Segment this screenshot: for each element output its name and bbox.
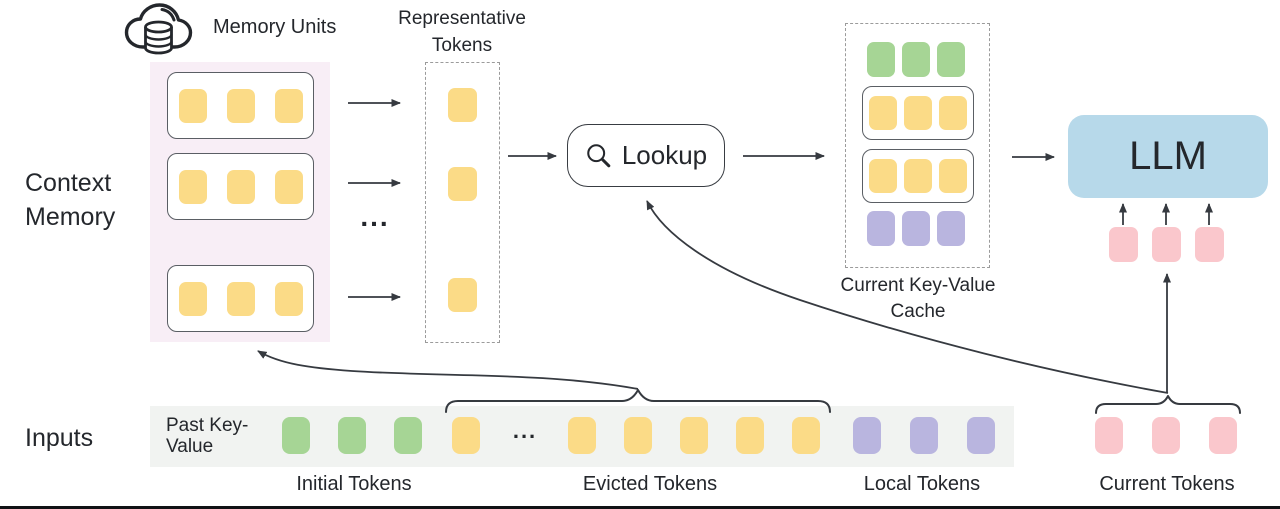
representative-tokens-label: Representative Tokens: [398, 8, 526, 56]
yellow-token: [792, 417, 820, 454]
local-tokens-group: [853, 417, 995, 454]
yellow-token: [624, 417, 652, 454]
database-cylinder: [144, 20, 173, 55]
memory-units-label: Memory Units: [213, 16, 337, 38]
llm-input-tokens: [1109, 227, 1224, 262]
yellow-token: [680, 417, 708, 454]
pink-token: [1095, 417, 1123, 454]
cache-row-retrieved-unit: [862, 86, 974, 140]
evicted-tokens-label: Evicted Tokens: [582, 473, 718, 495]
yellow-token: [178, 169, 207, 204]
cloud-database-icon: [124, 3, 193, 55]
cache-row-retrieved-unit: [862, 149, 974, 203]
llm-label: LLM: [1129, 134, 1207, 178]
yellow-token: [226, 88, 255, 123]
representative-token: [448, 88, 477, 122]
cloud-outline: [124, 3, 193, 49]
purple-token: [967, 417, 995, 454]
current-tokens-brace: [1095, 395, 1241, 414]
pink-token: [1195, 227, 1224, 262]
representative-token: [448, 167, 477, 201]
purple-token: [902, 211, 930, 246]
lookup-button: Lookup: [567, 124, 725, 187]
current-tokens-label: Current Tokens: [1099, 473, 1235, 495]
figure-bottom-rule: [0, 506, 1280, 509]
yellow-token: [448, 278, 477, 312]
yellow-token: [736, 417, 764, 454]
yellow-token: [178, 88, 207, 123]
arrow-evicted-to-memory: [257, 350, 639, 390]
memory-unit: [167, 72, 314, 139]
green-token: [394, 417, 422, 454]
pink-token: [1152, 417, 1180, 454]
green-token: [902, 42, 930, 77]
current-tokens-group: [1095, 417, 1237, 454]
past-key-value-label: Past Key-Value: [166, 415, 249, 457]
yellow-token: [904, 96, 932, 130]
yellow-token: [904, 159, 932, 193]
yellow-token: [869, 96, 897, 130]
yellow-token: [448, 167, 477, 201]
current-kv-cache-label: Current Key-Value Cache: [840, 275, 996, 322]
yellow-token: [226, 281, 255, 316]
yellow-token: [452, 417, 480, 454]
context-memory-section-label: Context Memory: [25, 169, 116, 231]
evicted-tokens-group: [568, 417, 820, 454]
purple-token: [910, 417, 938, 454]
evicted-tokens-group-head: [452, 417, 480, 454]
evicted-tokens-ellipsis: ...: [512, 418, 538, 443]
yellow-token: [178, 281, 207, 316]
cache-row-local: [867, 211, 965, 246]
pink-token: [1209, 417, 1237, 454]
initial-tokens-group: [282, 417, 422, 454]
initial-tokens-label: Initial Tokens: [296, 473, 412, 495]
yellow-token: [226, 169, 255, 204]
purple-token: [853, 417, 881, 454]
green-token: [937, 42, 965, 77]
inputs-section-label: Inputs: [25, 424, 94, 452]
green-token: [867, 42, 895, 77]
yellow-token: [448, 88, 477, 122]
yellow-token: [568, 417, 596, 454]
cloud-inner-arc: [160, 8, 176, 22]
yellow-token: [274, 281, 303, 316]
yellow-token: [274, 169, 303, 204]
purple-token: [867, 211, 895, 246]
search-icon: [587, 143, 611, 167]
yellow-token: [869, 159, 897, 193]
flow-ellipsis: ...: [360, 201, 390, 232]
context-memory-box: ...: [150, 62, 330, 342]
current-kv-cache-box: [845, 23, 990, 268]
green-token: [338, 417, 366, 454]
local-tokens-label: Local Tokens: [863, 473, 981, 495]
memory-unit: [167, 265, 314, 332]
yellow-token: [939, 159, 967, 193]
pink-token: [1109, 227, 1138, 262]
llm-box: LLM: [1068, 115, 1268, 198]
cache-row-initial: [867, 42, 965, 77]
past-key-value-strip: Past Key-Value ...: [150, 406, 1014, 467]
yellow-token: [274, 88, 303, 123]
yellow-token: [939, 96, 967, 130]
representative-token: [448, 278, 477, 312]
representative-tokens-box: ...: [425, 62, 500, 343]
purple-token: [937, 211, 965, 246]
pink-token: [1152, 227, 1181, 262]
lookup-label: Lookup: [621, 140, 708, 170]
memory-unit: [167, 153, 314, 220]
green-token: [282, 417, 310, 454]
